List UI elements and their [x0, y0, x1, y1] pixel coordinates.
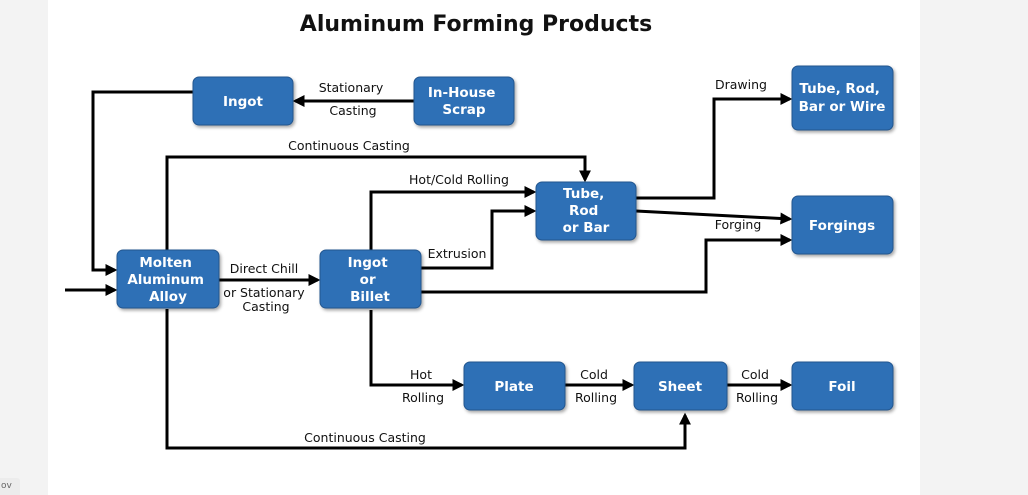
node-foil: Foil: [791, 361, 894, 411]
edge-billet-rolling-to-tube: [369, 186, 537, 250]
node-forgings: Forgings: [791, 195, 894, 255]
edge-tube-drawing-to-tube-rod: [636, 93, 793, 200]
label-continuous-casting-bottom: Continuous Casting: [304, 430, 426, 445]
corner-tag: ov: [0, 478, 20, 495]
node-sheet: Sheet: [633, 361, 728, 411]
label-extrusion: Extrusion: [428, 246, 487, 261]
node-ingot: Ingot: [192, 76, 294, 126]
label-stationary-casting: Stationary Casting: [319, 80, 388, 118]
diagram-title: Aluminum Forming Products: [300, 12, 652, 37]
label-drawing: Drawing: [715, 77, 767, 92]
edge-molten-continuous-to-sheet: [165, 309, 691, 450]
svg-text:Foil: Foil: [828, 379, 855, 395]
label-continuous-casting-top: Continuous Casting: [288, 138, 410, 153]
svg-text:Forgings: Forgings: [809, 218, 875, 234]
svg-text:Molten Aluminum Al: Molten Aluminum Alloy: [127, 255, 208, 305]
connectors: [65, 90, 793, 450]
node-tube-rod-bar-or-wire: Tube, Rod, Bar or Wire: [791, 65, 894, 131]
svg-text:Tube, Rod or Bar: Tube, Rod or Bar: [563, 186, 610, 236]
edge-billet-to-forgings: [421, 234, 793, 294]
svg-text:Sheet: Sheet: [658, 379, 703, 395]
node-in-house-scrap: In-House Scrap: [413, 76, 515, 126]
svg-text:In-House Scrap: In-House Scrap: [428, 85, 500, 118]
node-tube-rod-or-bar: Tube, Rod or Bar: [535, 181, 637, 241]
label-direct-chill: Direct Chill or Stationary Casting: [223, 261, 308, 314]
edge-ingot-to-molten: [91, 90, 193, 276]
label-hot-rolling: Hot Rolling: [402, 367, 444, 405]
label-cold-rolling-2: Cold Rolling: [736, 367, 778, 405]
edge-billet-to-plate: [369, 310, 465, 391]
node-plate: Plate: [463, 361, 566, 411]
label-forging: Forging: [715, 217, 762, 232]
label-hot-cold-rolling: Hot/Cold Rolling: [409, 172, 509, 187]
label-cold-rolling-1: Cold Rolling: [575, 367, 617, 405]
edge-tube-to-forgings: [635, 209, 793, 225]
edge-labels: Stationary Casting Continuous Casting Ho…: [223, 77, 778, 445]
edge-billet-extrusion-to-tube: [421, 205, 537, 270]
svg-text:Tube, Rod, Bar or Wire: Tube, Rod, Bar or Wire: [799, 81, 886, 115]
svg-text:Ingot or Billet: Ingot or Billet: [348, 255, 393, 305]
svg-text:Ingot: Ingot: [223, 94, 264, 110]
svg-text:Plate: Plate: [494, 379, 533, 395]
edge-molten-continuous-to-tube: [165, 155, 591, 250]
node-ingot-or-billet: Ingot or Billet: [319, 249, 422, 309]
node-molten-aluminum-alloy: Molten Aluminum Alloy: [116, 249, 220, 309]
